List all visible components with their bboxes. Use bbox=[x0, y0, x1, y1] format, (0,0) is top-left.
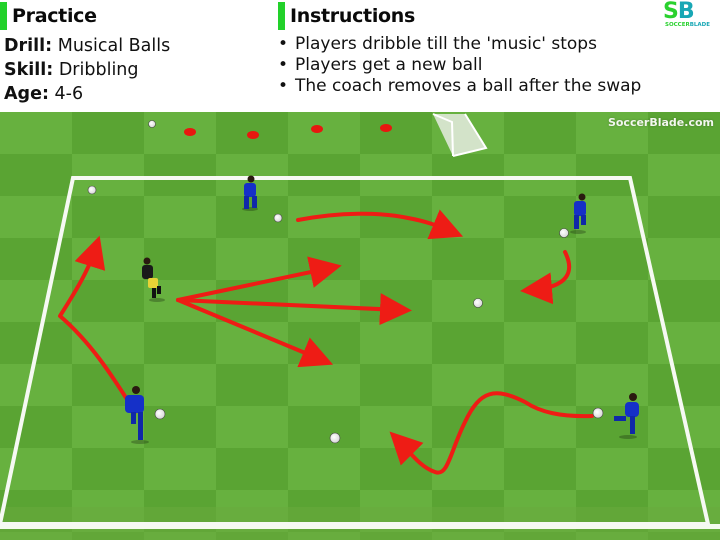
pass-arrow bbox=[176, 298, 334, 368]
ball-icon bbox=[87, 185, 97, 195]
goal-icon bbox=[432, 113, 488, 157]
ball-icon bbox=[559, 228, 569, 238]
player-icon bbox=[242, 175, 258, 211]
ball-icon bbox=[473, 298, 483, 308]
pass-arrow bbox=[176, 293, 412, 326]
drill-value: Musical Balls bbox=[57, 36, 171, 56]
accent-bar bbox=[278, 2, 285, 30]
instruction-text: Players get a new ball bbox=[295, 55, 483, 75]
instruction-text: Players dribble till the 'music' stops bbox=[295, 34, 597, 54]
player-icon bbox=[614, 393, 639, 439]
pitch-graphic bbox=[0, 112, 720, 540]
cone-icon bbox=[247, 131, 259, 139]
ball-icon bbox=[273, 213, 283, 223]
age-row: Age: 4-6 bbox=[4, 82, 170, 106]
skill-value: Dribbling bbox=[58, 60, 139, 80]
logo-letter-b: B bbox=[677, 0, 695, 24]
skill-label: Skill: bbox=[4, 60, 54, 80]
dribble-arrow bbox=[296, 209, 464, 240]
instructions-list: •Players dribble till the 'music' stops … bbox=[276, 34, 641, 97]
instruction-item: • Players dribble till the 'music' stops bbox=[276, 34, 641, 55]
logo-caption-soccer: SOCCER bbox=[665, 22, 690, 28]
soccerblade-logo: SB SOCCERBLADE bbox=[663, 0, 717, 29]
grass-background bbox=[0, 112, 720, 540]
watermark: SoccerBlade.com bbox=[607, 116, 714, 129]
cone-icon bbox=[311, 125, 323, 133]
ball-icon bbox=[329, 432, 341, 444]
logo-mark: SB bbox=[663, 0, 695, 24]
drill-name-row: Drill: Musical Balls bbox=[4, 34, 170, 58]
logo-caption: SOCCERBLADE bbox=[665, 22, 710, 28]
age-label: Age: bbox=[4, 84, 49, 104]
pass-arrow bbox=[176, 256, 342, 302]
accent-bar bbox=[0, 2, 7, 30]
drill-label: Drill: bbox=[4, 36, 53, 56]
dribble-arrow bbox=[389, 391, 594, 475]
playing-area-boundary bbox=[0, 176, 711, 526]
logo-letter-s: S bbox=[663, 0, 679, 24]
skill-row: Skill: Dribbling bbox=[4, 58, 170, 82]
practice-details: Drill: Musical Balls Skill: Dribbling Ag… bbox=[4, 34, 170, 106]
cone-icon bbox=[184, 128, 196, 136]
bullet-icon: • bbox=[278, 76, 289, 96]
ball-icon bbox=[154, 408, 166, 420]
instructions-title: Instructions bbox=[290, 5, 416, 27]
player-icon bbox=[125, 386, 149, 444]
age-value: 4-6 bbox=[54, 84, 84, 104]
instruction-text: The coach removes a ball after the swap bbox=[295, 76, 642, 96]
drill-header: Practice Drill: Musical Balls Skill: Dri… bbox=[0, 0, 720, 112]
ball-icon bbox=[148, 120, 156, 128]
dribble-arrow bbox=[520, 250, 572, 305]
instruction-item: • Players get a new ball bbox=[276, 55, 641, 76]
ball-icon bbox=[592, 407, 604, 419]
practice-title: Practice bbox=[12, 5, 97, 27]
practice-heading: Practice bbox=[0, 2, 97, 30]
bullet-icon: • bbox=[278, 55, 289, 75]
drill-field-diagram: SoccerBlade.com bbox=[0, 112, 720, 540]
dribble-arrow bbox=[58, 235, 137, 414]
player-icon bbox=[570, 193, 586, 234]
movement-arrows bbox=[58, 209, 594, 475]
pitch-bottom-line bbox=[0, 524, 720, 529]
cone-icon bbox=[380, 124, 392, 132]
bullet-icon: • bbox=[278, 34, 289, 54]
logo-caption-blade: BLADE bbox=[689, 22, 710, 28]
coach-icon bbox=[142, 257, 165, 302]
instructions-heading: Instructions bbox=[278, 2, 415, 30]
soccer-balls bbox=[87, 120, 604, 444]
instruction-item: • The coach removes a ball after the swap bbox=[276, 76, 641, 97]
